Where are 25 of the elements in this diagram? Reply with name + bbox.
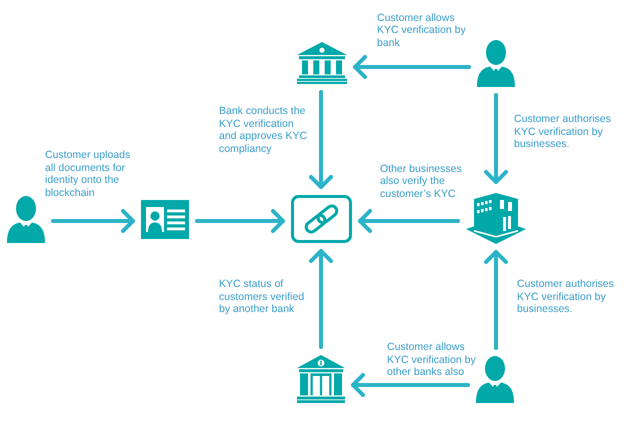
office-building-icon [466, 190, 526, 244]
edge-label: Other businesses also verify the customer’s KYC [380, 162, 463, 201]
arrow [358, 209, 460, 233]
arrow [484, 93, 508, 184]
edge-label: Customer allows KYC verification by bank [377, 12, 467, 50]
edge-label: Customer authorises KYC verification by businesses. [517, 278, 615, 316]
bank-icon [297, 355, 345, 403]
edge-label: Customer allows KYC verification by other banks also [387, 341, 477, 380]
person-icon [476, 356, 514, 403]
arrow [353, 55, 471, 79]
edge-label: Bank conducts the KYC verification and approves KYC compliancy [219, 105, 308, 156]
arrow [51, 209, 135, 233]
person-icon [477, 40, 515, 87]
edge-label: Customer authorises KYC verification by businesses. [514, 113, 612, 152]
bank-icon [297, 42, 347, 84]
edge-label: KYC status of customers verified by another bank [219, 278, 306, 316]
edge-label: Customer uploads all documents for identity onto the blockchain [45, 149, 132, 200]
id-card-icon [141, 200, 189, 239]
arrow [309, 249, 333, 349]
arrow [484, 250, 508, 350]
arrow [195, 209, 285, 233]
arrow [351, 373, 470, 397]
arrow [309, 90, 333, 189]
chain-link-icon [291, 195, 352, 243]
person-icon [7, 196, 45, 243]
